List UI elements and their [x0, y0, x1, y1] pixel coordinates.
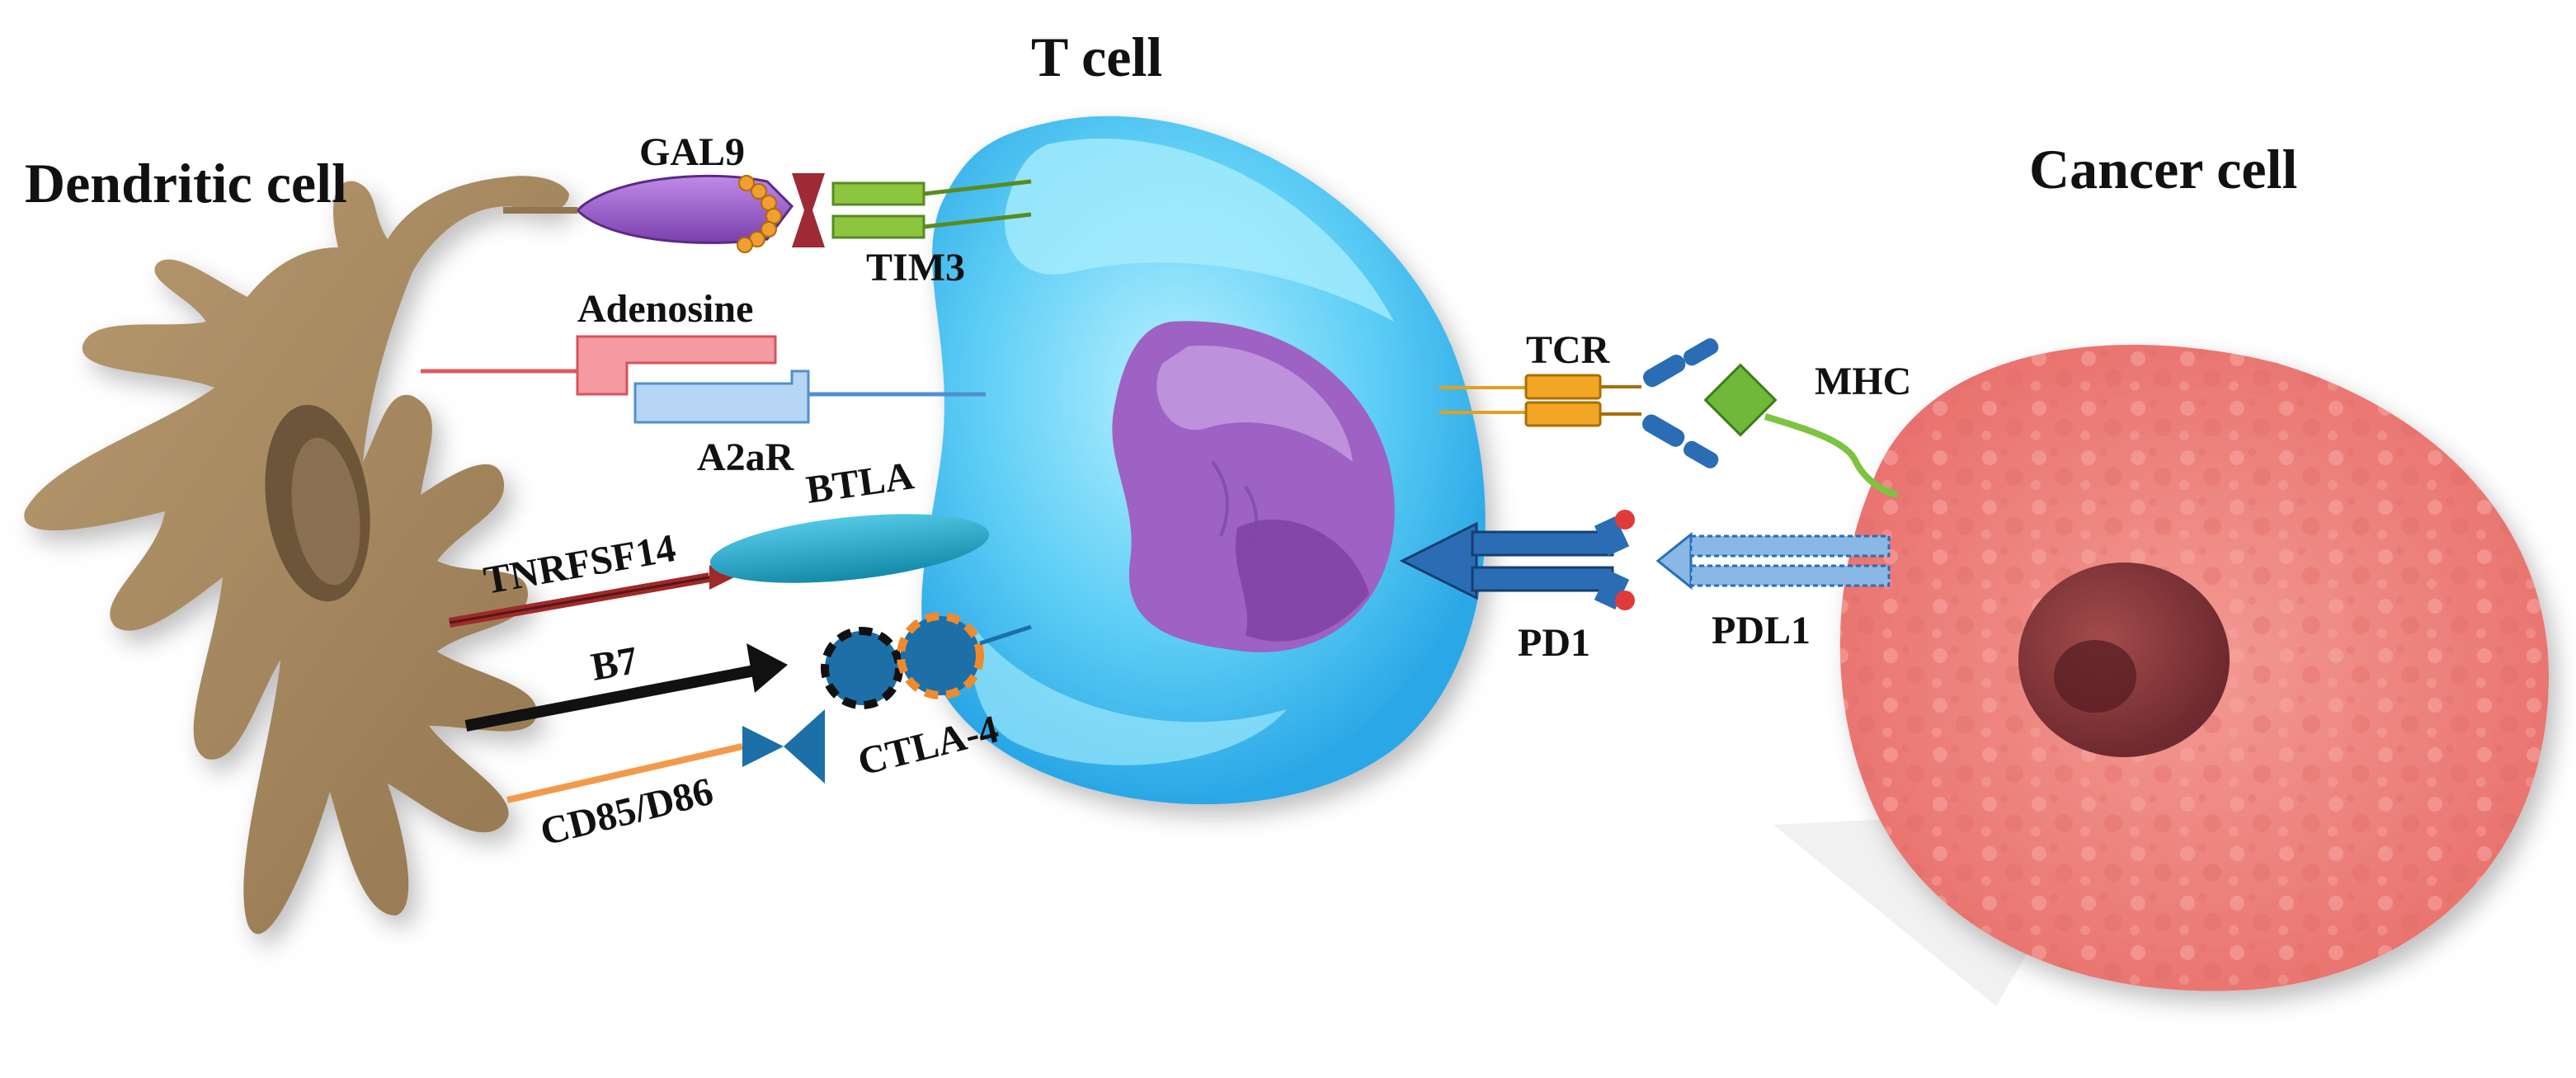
pd1-arrowhead — [1399, 521, 1478, 600]
t-cell-title: T cell — [1031, 26, 1162, 88]
cd85-d86-label: CD85/D86 — [536, 770, 718, 854]
cancer-cell-title: Cancer cell — [2029, 138, 2297, 200]
pd1-pdl1-pair: PD1 PDL1 — [1399, 510, 1891, 665]
adenosine-molecule — [576, 335, 777, 396]
tim3-label: TIM3 — [866, 246, 965, 290]
pd1-molecule-upper — [1471, 530, 1614, 557]
pdl1-label: PDL1 — [1712, 609, 1811, 652]
pd1-label: PD1 — [1518, 621, 1590, 665]
tcr-label: TCR — [1526, 328, 1611, 372]
mhc-label: MHC — [1815, 360, 1911, 403]
b7-label: B7 — [588, 638, 641, 690]
ctla4-molecule-1 — [821, 627, 903, 709]
btla-label: BTLA — [803, 454, 916, 512]
gal9-tim3-pair: GAL9 TIM3 — [503, 130, 1032, 290]
a2ar-molecule — [633, 370, 810, 424]
cd85-line — [506, 743, 743, 803]
dendritic-cell-title: Dendritic cell — [25, 152, 347, 214]
cd85-bowtie — [742, 709, 825, 784]
cancer-nucleolus — [2054, 640, 2136, 713]
pdl1-molecule — [1655, 531, 1891, 591]
gal9-molecule — [575, 174, 794, 244]
tcr-mhc-pair: TCR MHC — [1439, 328, 1911, 498]
btla-molecule — [709, 514, 990, 583]
dendritic-cell: Dendritic cell — [24, 152, 569, 934]
b7-ctla4-pair: B7 CD85/D86 CTLA-4 — [464, 612, 1032, 854]
ctla4-molecule-2 — [897, 612, 984, 699]
ctla4-label: CTLA-4 — [854, 707, 1003, 784]
adenosine-label: Adenosine — [577, 287, 753, 331]
b7-arrow — [464, 664, 761, 732]
gal9-label: GAL9 — [639, 130, 745, 174]
adenosine-a2ar-pair: Adenosine A2aR — [421, 287, 986, 479]
tcr-molecule-upper — [1524, 374, 1602, 400]
mhc-molecule — [1703, 363, 1778, 437]
cancer-cell: Cancer cell — [1773, 138, 2549, 1006]
tcr-molecule-lower — [1524, 401, 1602, 427]
pd1-molecule-lower — [1471, 566, 1614, 592]
tim3-molecule — [831, 179, 1032, 239]
t-cell: T cell — [921, 26, 1486, 805]
a2ar-label: A2aR — [697, 435, 795, 479]
